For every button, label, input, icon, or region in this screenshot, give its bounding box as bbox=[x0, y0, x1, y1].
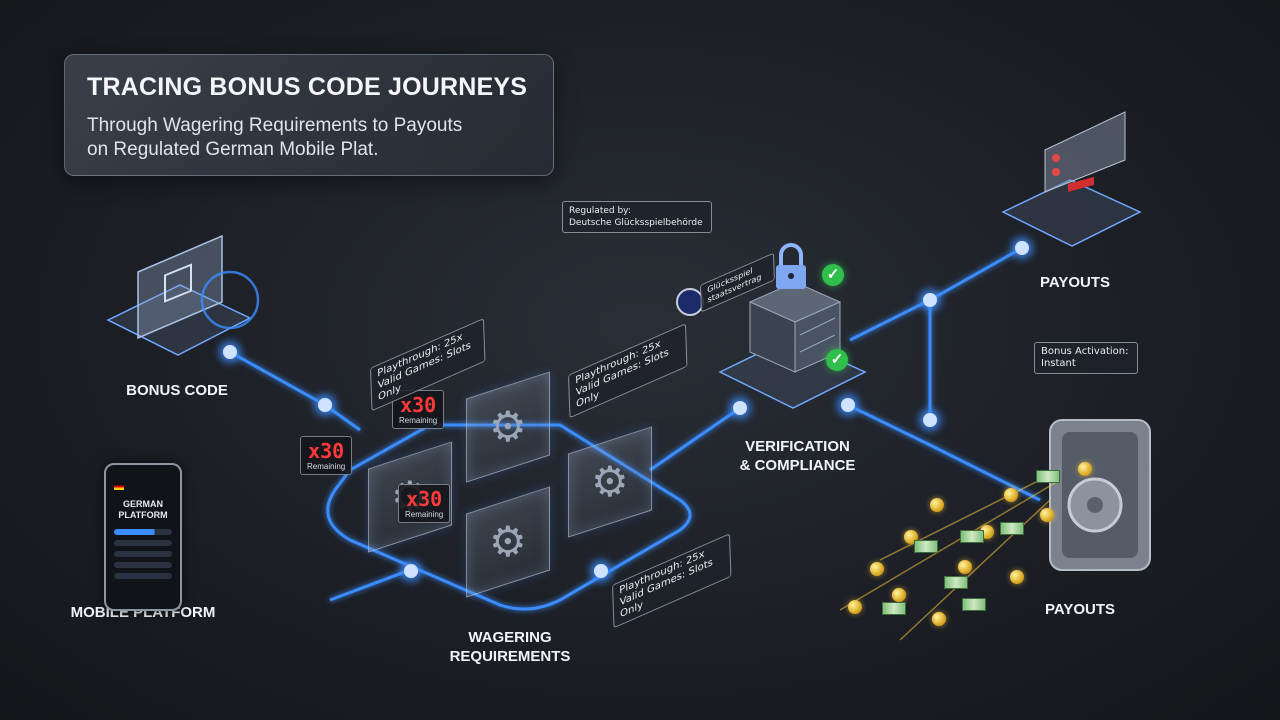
coin-icon bbox=[1004, 488, 1018, 502]
stage-label-verification: VERIFICATION & COMPLIANCE bbox=[725, 437, 870, 475]
phone-icon: GERMAN PLATFORM bbox=[104, 463, 182, 611]
node-payout-top bbox=[1015, 241, 1029, 255]
lock-icon bbox=[776, 243, 806, 289]
remaining-counter: x30 Remaining bbox=[300, 436, 353, 475]
node-wagering-bottom-left bbox=[404, 564, 418, 578]
counter-value: x30 bbox=[400, 393, 437, 417]
activation-tag-line1: Bonus Activation: bbox=[1041, 346, 1129, 357]
stage-label-wagering: WAGERING REQUIREMENTS bbox=[440, 628, 580, 666]
counter-label: Remaining bbox=[307, 462, 346, 471]
phone-row bbox=[114, 551, 172, 557]
coin-icon bbox=[870, 562, 884, 576]
remaining-counter: x30 Remaining bbox=[398, 484, 451, 523]
gear-icon: ⚙ bbox=[489, 403, 527, 450]
vault-icon bbox=[1049, 419, 1151, 571]
stage-label-verification-line1: VERIFICATION bbox=[745, 438, 850, 455]
activation-tag: Bonus Activation: Instant bbox=[1034, 342, 1138, 374]
node-junction-bottom bbox=[923, 413, 937, 427]
wire-verification-to-vault bbox=[847, 403, 1041, 502]
check-icon: ✓ bbox=[822, 264, 844, 286]
gear-icon: ⚙ bbox=[591, 458, 629, 505]
node-bonus-mid bbox=[318, 398, 332, 412]
stage-label-bonus-code: BONUS CODE bbox=[126, 382, 228, 399]
wire-bonus-to-wagering bbox=[229, 350, 361, 432]
counter-label: Remaining bbox=[399, 416, 438, 425]
wagering-loop bbox=[326, 423, 692, 611]
stage-label-payouts-top: PAYOUTS bbox=[1039, 274, 1111, 291]
wire-wagering-to-verification bbox=[649, 406, 741, 472]
banknote-icon bbox=[944, 576, 968, 589]
german-flag-icon bbox=[114, 483, 124, 490]
stage-label-wagering-line1: WAGERING bbox=[468, 629, 552, 646]
title-subtitle-line1: Through Wagering Requirements to Payouts bbox=[87, 115, 463, 136]
gear-icon: ⚙ bbox=[489, 518, 527, 565]
wire-verification-to-top-payout bbox=[849, 246, 1023, 342]
phone-row bbox=[114, 562, 172, 568]
chip-card-icon bbox=[137, 234, 260, 340]
coin-icon bbox=[930, 498, 944, 512]
phone-header-line2: PLATFORM bbox=[118, 510, 168, 520]
phone-row bbox=[114, 540, 172, 546]
coin-icon bbox=[848, 600, 862, 614]
activation-tag-line2: Instant bbox=[1041, 358, 1076, 369]
banknote-icon bbox=[960, 530, 984, 543]
check-icon: ✓ bbox=[826, 349, 848, 371]
banknote-icon bbox=[914, 540, 938, 553]
node-bonus bbox=[223, 345, 237, 359]
banknote-icon bbox=[962, 598, 986, 611]
title-card: TRACING BONUS CODE JOURNEYS Through Wage… bbox=[64, 54, 554, 176]
regulator-tag-line2: Deutsche Glücksspielbehörde bbox=[569, 218, 703, 228]
wire-to-phone bbox=[329, 568, 411, 602]
counter-value: x30 bbox=[406, 487, 443, 511]
coin-icon bbox=[892, 588, 906, 602]
stage-label-payouts-bottom: PAYOUTS bbox=[1044, 601, 1116, 618]
coin-icon bbox=[958, 560, 972, 574]
node-verification-left bbox=[733, 401, 747, 415]
stage-label-verification-line2: & COMPLIANCE bbox=[739, 457, 856, 474]
regulator-tag: Regulated by: Deutsche Glücksspielbehörd… bbox=[562, 201, 712, 233]
counter-value: x30 bbox=[308, 439, 345, 463]
node-verification-right bbox=[841, 398, 855, 412]
phone-progress-bar bbox=[114, 529, 172, 535]
banknote-icon bbox=[1000, 522, 1024, 535]
phone-row bbox=[114, 573, 172, 579]
stage-label-wagering-line2: REQUIREMENTS bbox=[449, 648, 571, 665]
coin-icon bbox=[1040, 508, 1054, 522]
coin-icon bbox=[932, 612, 946, 626]
payout-screen-icon bbox=[1044, 111, 1126, 193]
node-junction-top bbox=[923, 293, 937, 307]
regulator-tag-line1: Regulated by: bbox=[569, 206, 631, 216]
phone-header-line1: GERMAN bbox=[123, 499, 163, 509]
node-wagering-bottom-right bbox=[594, 564, 608, 578]
title-subtitle-line2: on Regulated German Mobile Plat. bbox=[87, 139, 379, 160]
title-heading: TRACING BONUS CODE JOURNEYS bbox=[87, 73, 528, 101]
banknote-icon bbox=[1036, 470, 1060, 483]
banknote-icon bbox=[882, 602, 906, 615]
counter-label: Remaining bbox=[405, 510, 444, 519]
coin-icon bbox=[1010, 570, 1024, 584]
coin-icon bbox=[1078, 462, 1092, 476]
